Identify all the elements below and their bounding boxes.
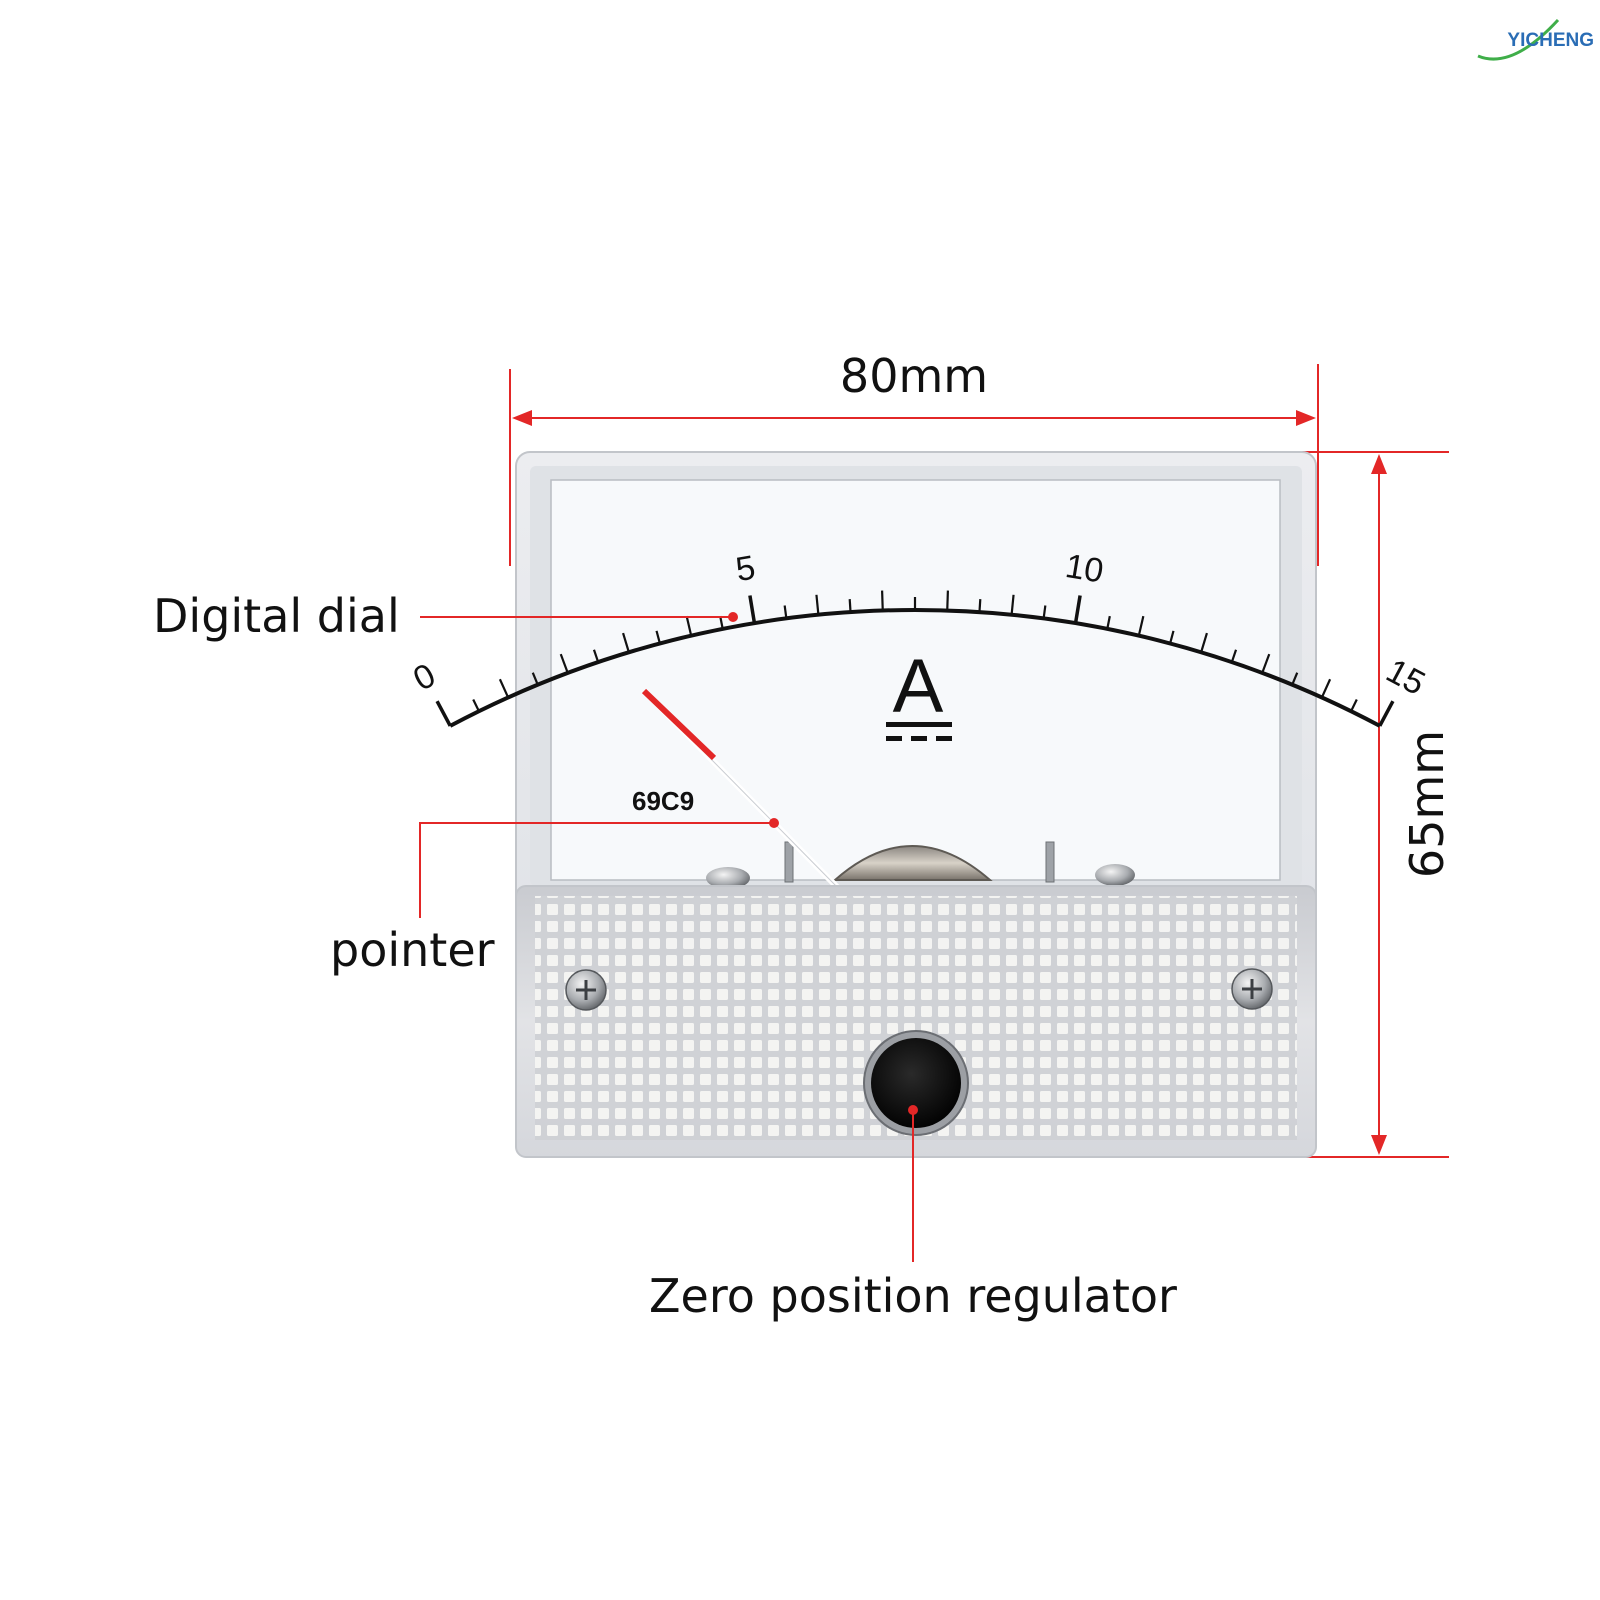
unit-label: A bbox=[893, 644, 944, 729]
minor-tick bbox=[719, 615, 724, 630]
minor-tick bbox=[1320, 678, 1332, 698]
major-tick bbox=[1378, 700, 1395, 727]
minor-tick bbox=[1350, 699, 1358, 712]
right-mount-screw-icon bbox=[1231, 968, 1273, 1010]
major-tick bbox=[435, 700, 452, 727]
minor-tick bbox=[946, 590, 949, 611]
callout-dial: Digital dial bbox=[153, 589, 738, 643]
major-tick bbox=[748, 595, 757, 624]
minor-tick bbox=[1261, 653, 1271, 674]
minor-tick bbox=[559, 653, 569, 674]
minor-tick bbox=[685, 615, 693, 636]
brand-swoosh-icon bbox=[1477, 18, 1560, 61]
minor-tick bbox=[881, 590, 884, 611]
minor-tick bbox=[1106, 615, 1111, 630]
callout-regulator-label: Zero position regulator bbox=[649, 1269, 1177, 1323]
scale-arc bbox=[449, 608, 1381, 728]
minor-tick bbox=[1137, 615, 1145, 636]
brand-name: YICHENG bbox=[1507, 30, 1594, 51]
model-number: 69C9 bbox=[632, 786, 694, 816]
unit-symbol: A bbox=[886, 644, 952, 741]
minor-tick bbox=[655, 630, 661, 644]
meter-pointer bbox=[641, 688, 841, 891]
width-dimension-label: 80mm bbox=[840, 349, 988, 403]
zero-adjust-knob[interactable] bbox=[863, 1030, 969, 1136]
dial-face bbox=[550, 479, 1281, 881]
major-tick bbox=[1073, 595, 1082, 624]
minor-tick bbox=[1042, 605, 1047, 619]
minor-tick bbox=[1291, 672, 1299, 686]
left-mount-screw-icon bbox=[565, 969, 607, 1011]
brand-logo: YICHENG bbox=[1477, 18, 1594, 61]
minor-tick bbox=[1169, 630, 1175, 644]
callout-dial-label: Digital dial bbox=[153, 589, 400, 643]
tick-label: 10 bbox=[1063, 547, 1106, 591]
tick-label: 0 bbox=[407, 656, 442, 698]
minor-tick bbox=[1010, 594, 1015, 615]
minor-tick bbox=[472, 699, 480, 712]
minor-tick bbox=[622, 632, 630, 653]
minor-tick bbox=[1200, 632, 1208, 653]
minor-tick bbox=[592, 649, 600, 663]
minor-tick bbox=[978, 599, 982, 613]
minor-tick bbox=[848, 599, 852, 613]
minor-tick bbox=[1230, 649, 1238, 663]
minor-tick bbox=[783, 605, 788, 619]
height-dimension-label: 65mm bbox=[1400, 730, 1454, 878]
minor-tick bbox=[815, 594, 820, 615]
callout-pointer: pointer bbox=[330, 818, 779, 977]
callout-regulator: Zero position regulator bbox=[649, 1105, 1177, 1323]
tick-label: 15 bbox=[1380, 652, 1431, 703]
callout-pointer-label: pointer bbox=[330, 923, 495, 977]
movement-bracket bbox=[706, 841, 1135, 889]
minor-tick bbox=[531, 672, 539, 686]
minor-tick bbox=[498, 678, 510, 698]
width-dimension: 80mm bbox=[509, 349, 1319, 566]
